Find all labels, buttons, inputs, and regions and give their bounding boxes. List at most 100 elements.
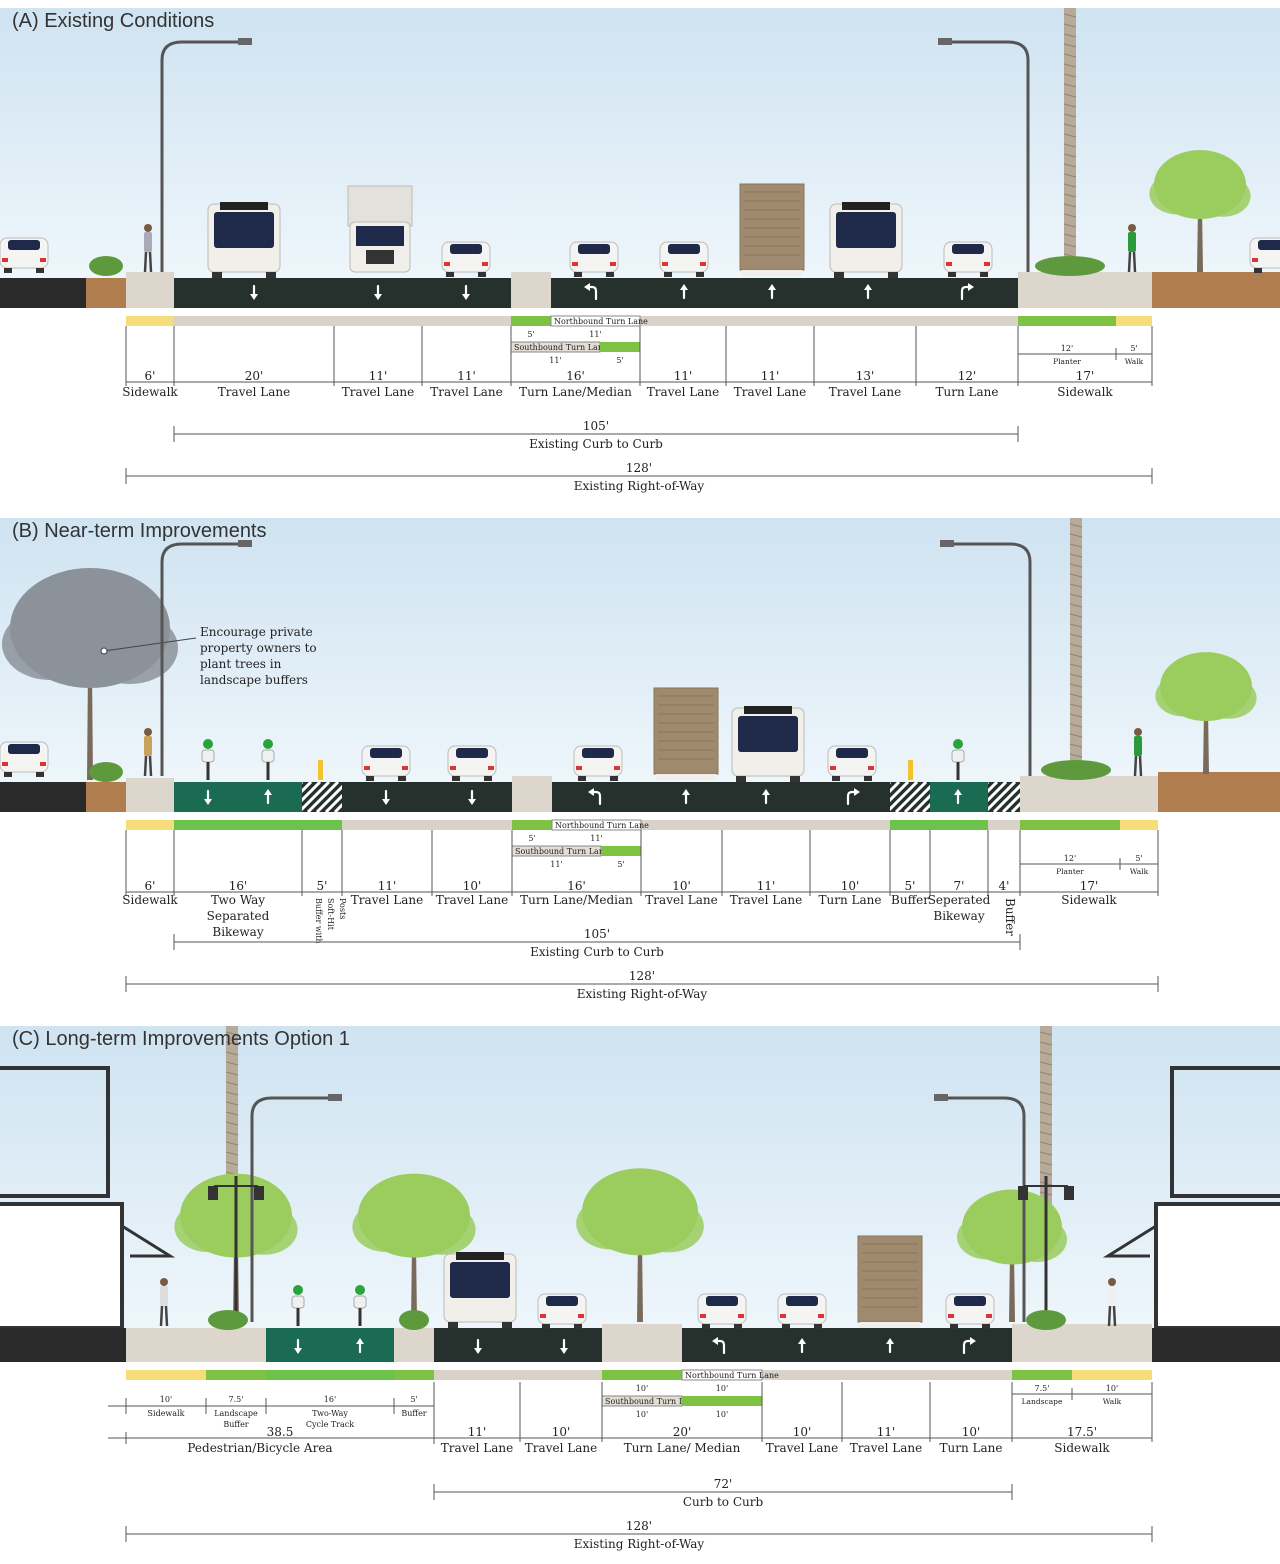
tree-note-line: plant trees in [200, 657, 282, 671]
pedestrian-icon [1133, 728, 1143, 777]
segment-label: Travel Lane [351, 893, 423, 907]
sidewalk-sub-dim: 12' [1061, 344, 1073, 353]
segment-dimension: 11' [877, 1425, 896, 1439]
note-marker [100, 647, 108, 655]
streetlight-icon [938, 38, 1030, 272]
median-island [602, 1324, 682, 1362]
arrow-up-icon [768, 284, 776, 300]
median-dim: 10' [636, 1384, 648, 1393]
segment-label: Travel Lane [342, 385, 414, 399]
sidewalk-right [1018, 272, 1152, 308]
car-icon [659, 241, 709, 277]
arrow-down-icon [468, 789, 476, 805]
lane-strip [434, 1370, 602, 1380]
car-icon [777, 1293, 827, 1329]
ground [0, 278, 86, 308]
span-label: Existing Right-of-Way [574, 1537, 705, 1551]
segment-label: Turn Lane/Median [519, 385, 632, 399]
segment-label: Travel Lane [647, 385, 719, 399]
roadway-northbound [682, 1328, 1012, 1362]
sidewalk-strip [126, 316, 174, 326]
buffer-hatch [890, 782, 930, 812]
pedestrian-icon [143, 224, 153, 273]
segment-label: Travel Lane [730, 893, 802, 907]
ped-sub-label: Buffer [223, 1420, 248, 1429]
sidewalk-right [1020, 776, 1158, 812]
sb-turn-lane-label: Southbound Turn Lane [514, 343, 608, 352]
median-green-strip [682, 1396, 762, 1406]
lane-strip [641, 820, 890, 830]
cyclist-icon [951, 739, 965, 780]
segment-dimension: 11' [369, 369, 388, 383]
panel-existing-conditions: (A) Existing Conditions Northbound Turn … [0, 8, 1280, 498]
tree-icon [352, 1173, 476, 1322]
sidewalk-sub-dim: 5' [1130, 344, 1137, 353]
ped-sub-label: Buffer [401, 1409, 426, 1418]
lamp-post-icon [1018, 1176, 1074, 1324]
segment-dimension: 13' [856, 369, 875, 383]
sidewalk-sub-label: Planter [1053, 357, 1081, 366]
segment-dimension: 11' [468, 1425, 487, 1439]
tree-icon [576, 1168, 704, 1322]
cycle-track-strip [266, 1370, 394, 1380]
ped-sub-label: Two-Way [312, 1409, 348, 1418]
arrow-down-icon [204, 789, 212, 805]
sidewalk-left [126, 1328, 266, 1362]
car-icon [0, 741, 49, 777]
nb-turn-lane-box [551, 819, 642, 831]
lamp-post-icon [208, 1176, 264, 1324]
arrow-down-icon [382, 789, 390, 805]
shrub-icon [89, 256, 123, 276]
cyclist-icon [201, 739, 215, 780]
planting-soil [86, 782, 126, 812]
span-dimension: 128' [626, 1519, 652, 1533]
segment-label: Turn Lane/ Median [624, 1441, 741, 1455]
bus-icon [207, 202, 281, 278]
segment-label: Travel Lane [734, 385, 806, 399]
arrow-up-icon [680, 284, 688, 300]
buffer [394, 1328, 434, 1362]
arrow-up-icon [886, 1338, 894, 1354]
segment-dimension: 17' [1076, 369, 1095, 383]
segment-label: Travel Lane [218, 385, 290, 399]
arrow-left-turn-icon [584, 283, 598, 301]
soft-hit-post [318, 760, 323, 780]
segment-dimension: 12' [958, 369, 977, 383]
span-dimension: 72' [714, 1477, 733, 1491]
arrow-up-icon [798, 1338, 806, 1354]
roadway-northbound [551, 278, 1018, 308]
segment-label: Separated [207, 909, 270, 923]
segment-dimension: 20' [245, 369, 264, 383]
cyclist-icon [353, 1285, 367, 1326]
arrow-up-icon [682, 789, 690, 805]
roadway-southbound [174, 278, 511, 308]
car-icon [697, 1293, 747, 1329]
segment-label: Travel Lane [525, 1441, 597, 1455]
arrow-down-icon [462, 284, 470, 300]
span-dimension: 105' [584, 927, 610, 941]
span-dimension: 105' [583, 419, 609, 433]
soft-hit-post [908, 760, 913, 780]
segment-label: Sidewalk [1057, 385, 1113, 399]
segment-dimension: 4' [999, 879, 1010, 893]
tree-note-line: landscape buffers [200, 673, 308, 687]
nb-turn-lane-box [550, 315, 641, 327]
segment-label: Seperated [928, 893, 991, 907]
cyclist-icon [261, 739, 275, 780]
sidewalk-strip [126, 1370, 206, 1380]
sidewalk-sub-dim: 12' [1064, 854, 1076, 863]
walk-strip [1072, 1370, 1152, 1380]
arrow-down-icon [294, 1338, 302, 1354]
bus-icon [731, 706, 805, 782]
sidewalk-left [126, 272, 174, 308]
sidewalk-left [126, 778, 174, 812]
median-dim: 11' [589, 330, 601, 339]
arrow-down-icon [374, 284, 382, 300]
ped-sub-dim: 5' [410, 1395, 417, 1404]
median-dim: 10' [716, 1384, 728, 1393]
sidewalk-sub-label: Walk [1103, 1397, 1122, 1406]
car-icon [569, 241, 619, 277]
streetlight-icon [160, 38, 252, 272]
shrub-icon [1035, 256, 1105, 276]
segment-dimension: 10' [463, 879, 482, 893]
